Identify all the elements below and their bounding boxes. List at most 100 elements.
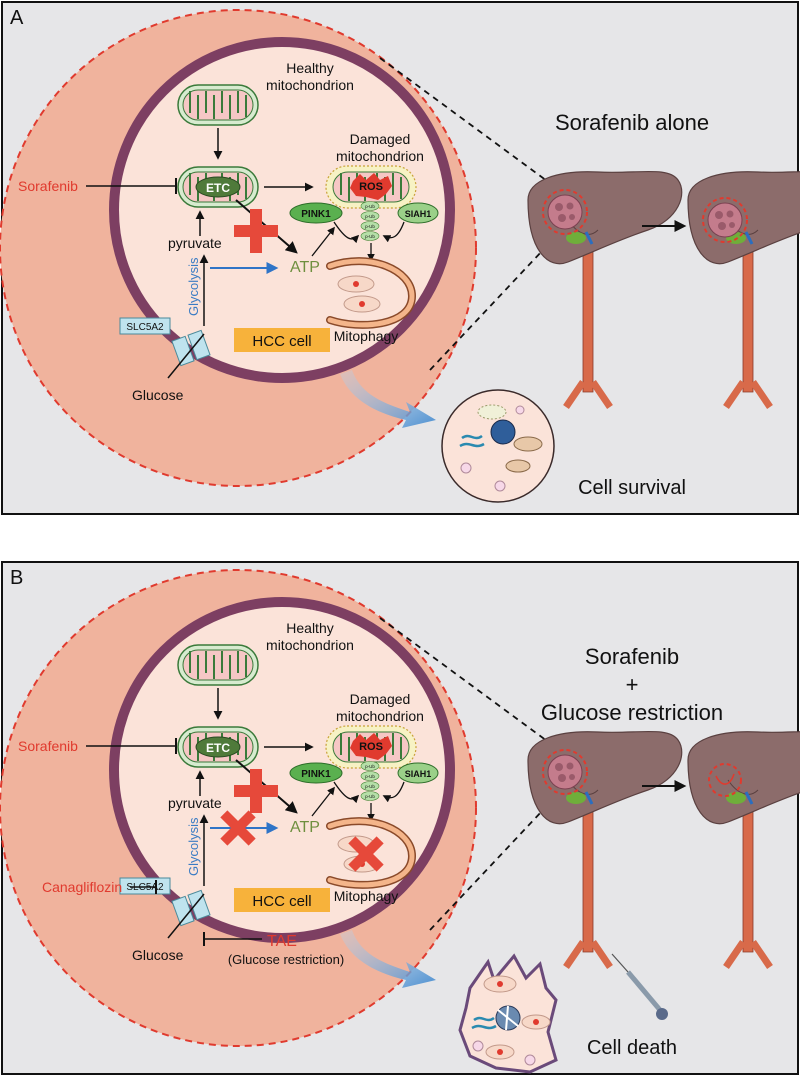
damaged-label-2: mitochondrion [336, 148, 424, 164]
pub-bead [360, 231, 380, 241]
canagliflozin-label: Canagliflozin [42, 879, 122, 895]
pub-bead [360, 201, 380, 211]
panel-title-1: Sorafenib [585, 644, 679, 669]
tumor-left [542, 189, 588, 235]
panel-letter: A [10, 7, 24, 29]
hcc-cell-label: HCC cell [252, 333, 311, 350]
atp-label: ATP [290, 819, 320, 836]
outcome-arrow [340, 930, 436, 988]
panel-title-3: Glucose restriction [541, 700, 723, 725]
zoom-line-bottom [429, 231, 561, 371]
outcome-label: Cell death [587, 1037, 677, 1059]
siah1-protein [397, 202, 439, 224]
pink1-protein [289, 202, 343, 224]
pyruvate-label: pyruvate [168, 795, 222, 811]
zoom-line-top [379, 57, 563, 193]
dying-ros-1 [497, 981, 503, 987]
mitophagy-label: Mitophagy [334, 888, 399, 904]
healthy-mitochondrion [177, 84, 259, 126]
damaged-label-1: Damaged [350, 131, 411, 147]
surviving-mito-1 [477, 404, 507, 420]
tumor-left [542, 749, 588, 795]
glycolysis-label: Glycolysis [186, 257, 201, 316]
panel-title-1: Sorafenib alone [555, 110, 709, 135]
pub-bead [360, 211, 380, 221]
etc-complex [195, 736, 241, 758]
syringe-needle [611, 953, 629, 973]
pub-label: p-Ub [365, 234, 375, 239]
pub-label: p-Ub [365, 764, 375, 769]
etc-complex [195, 176, 241, 198]
arrow-pink1-pub [333, 781, 360, 804]
ros-label: ROS [359, 741, 383, 753]
outcome-arrow [340, 370, 436, 428]
surviving-er [459, 434, 485, 448]
glucose-uptake-line [167, 333, 205, 379]
arrow-siah1-pub [382, 781, 405, 803]
surviving-vesicle-2 [460, 462, 472, 474]
transporter-left [171, 895, 195, 927]
pub-bead [360, 771, 380, 781]
atp-label: ATP [290, 259, 320, 276]
tumor-right-necrosis [715, 773, 735, 785]
surviving-mito-2 [513, 436, 543, 452]
pub-label: p-Ub [365, 204, 375, 209]
mitophagy-label: Mitophagy [334, 328, 399, 344]
phagophore-inner [327, 818, 415, 888]
engulfed-ros-1 [353, 281, 359, 287]
transporter-left [171, 335, 195, 367]
pub-bead [360, 761, 380, 771]
phagophore-inner [327, 258, 415, 328]
pink1-protein [289, 762, 343, 784]
pub-bead [360, 791, 380, 801]
pub-label: p-Ub [365, 784, 375, 789]
tae-note: (Glucose restriction) [228, 952, 344, 967]
tae-label: TAE [267, 933, 297, 950]
surviving-vesicle-1 [515, 405, 525, 415]
panel-b: BHealthymitochondrionETCSorafenibDamaged… [0, 561, 800, 1075]
nucleus-crack-2 [505, 1005, 509, 1031]
ros-label: ROS [359, 181, 383, 193]
etc-label: ETC [206, 181, 230, 195]
panel-letter: B [10, 567, 23, 589]
healthy-label-2: mitochondrion [266, 77, 354, 93]
glycolysis-label: Glycolysis [186, 817, 201, 876]
pink1-label: PINK1 [301, 209, 331, 220]
pub-label: p-Ub [365, 774, 375, 779]
surviving-vesicle-3 [494, 480, 506, 492]
sorafenib-label: Sorafenib [18, 178, 78, 194]
ros-burst [350, 733, 392, 760]
dying-ros-3 [497, 1049, 503, 1055]
dying-vesicle-1 [472, 1040, 484, 1052]
panel-title-2: + [626, 672, 639, 697]
tumor-right-shrunk [708, 763, 742, 797]
healthy-label-1: Healthy [286, 620, 333, 636]
pub-label: p-Ub [365, 794, 375, 799]
surviving-cell [441, 389, 555, 503]
arrow-atp-pink1 [311, 226, 335, 257]
syringe-plunger [656, 1008, 668, 1020]
glucose-label: Glucose [132, 947, 184, 963]
engulfed-ros-2 [359, 301, 365, 307]
cell-membrane [109, 37, 455, 383]
pub-bead [360, 221, 380, 231]
pub-label: p-Ub [365, 224, 375, 229]
pub-bead [360, 781, 380, 791]
pyruvate-label: pyruvate [168, 235, 222, 251]
zoom-line-top [379, 617, 563, 753]
arrow-pink1-pub [333, 221, 360, 244]
syringe-barrel [626, 970, 662, 1012]
surviving-nucleus [490, 419, 516, 445]
sorafenib-label: Sorafenib [18, 738, 78, 754]
dying-vesicle-2 [524, 1054, 536, 1066]
hcc-cell-box [234, 888, 330, 912]
dying-er [471, 1016, 497, 1030]
slc5a2-box [119, 317, 171, 335]
slc5a2-label: SLC5A2 [126, 322, 164, 333]
siah1-label: SIAH1 [405, 769, 432, 779]
healthy-label-2: mitochondrion [266, 637, 354, 653]
zoom-line-bottom [429, 791, 561, 931]
outcome-label: Cell survival [578, 477, 686, 499]
surviving-mito-3 [505, 459, 531, 473]
